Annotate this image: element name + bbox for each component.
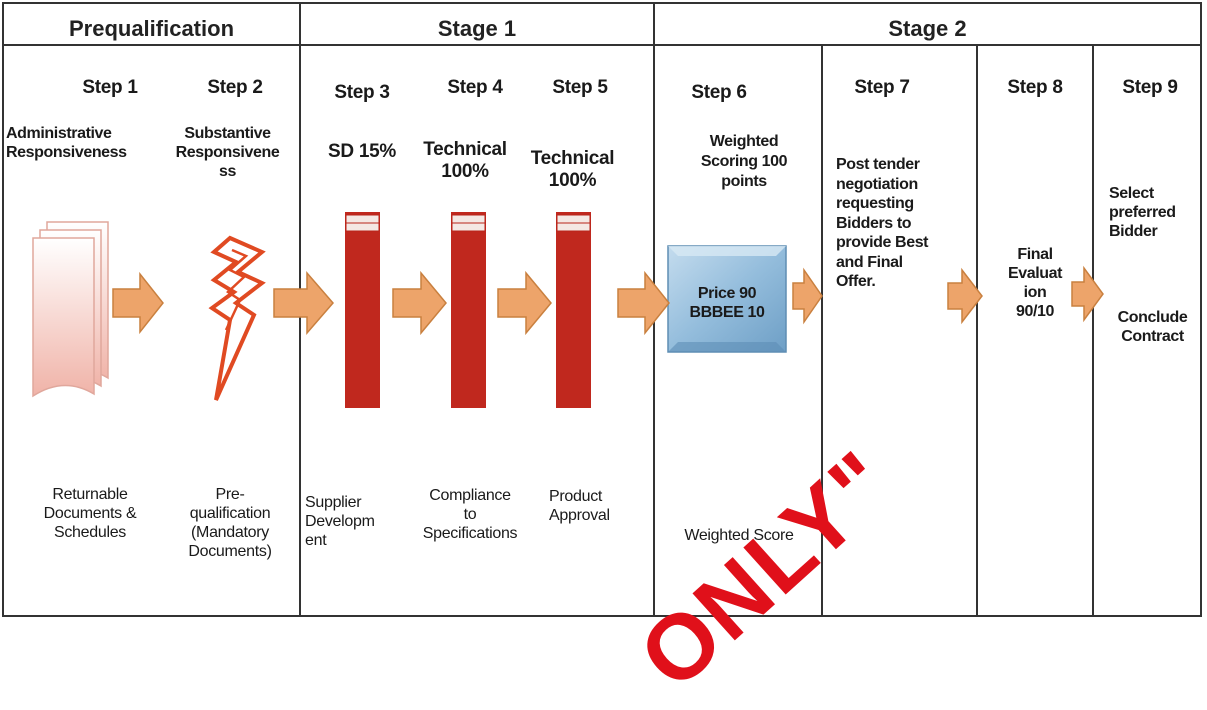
step-2-description: Substantive Responsivene ss	[175, 125, 280, 180]
diagram-border	[2, 2, 1202, 617]
arrow-icon	[1071, 265, 1104, 323]
bar-icon-step-5	[556, 212, 591, 408]
step-6-description: Weighted Scoring 100 points	[700, 133, 788, 190]
weighted-box-icon	[667, 245, 787, 353]
step-6-label: Step 6	[691, 82, 747, 103]
step-2-label: Step 2	[207, 77, 263, 98]
step-9-description: Select preferred Bidder	[1109, 185, 1176, 240]
step-1-footer: Returnable Documents & Schedules	[43, 486, 137, 541]
weighted-box-text: Price 90 BBBEE 10	[689, 285, 765, 321]
step-2-footer: Pre- qualification (Mandatory Documents)	[188, 486, 272, 560]
arrow-icon	[273, 270, 334, 336]
process-diagram	[2, 2, 1202, 617]
arrow-icons	[112, 265, 1104, 336]
bar-icon-step-3	[345, 212, 380, 408]
step-3-footer: Supplier Developm ent	[305, 494, 375, 549]
arrow-icon	[617, 270, 670, 336]
step-7-description: Post tender negotiation requesting Bidde…	[836, 156, 929, 291]
step-4-footer: Compliance to Specifications	[422, 487, 518, 542]
step-4-label: Step 4	[447, 77, 503, 98]
bar-icon-step-4	[451, 212, 486, 408]
arrow-icon	[112, 271, 164, 335]
lightning-icon	[208, 235, 266, 401]
step-3-label: Step 3	[334, 82, 390, 103]
step-8-description: Final Evaluat ion 90/10	[1007, 246, 1063, 320]
step-4-description: Technical 100%	[423, 139, 507, 183]
step-8-label: Step 8	[1007, 77, 1063, 98]
step-9-label: Step 9	[1122, 77, 1178, 98]
step-5-description: Technical 100%	[530, 148, 615, 192]
documents-icon	[32, 221, 109, 398]
step-5-label: Step 5	[552, 77, 608, 98]
stage-header-prequalification: Prequalification	[68, 16, 235, 41]
stage-header-stage-2: Stage 2	[888, 16, 967, 41]
stage-header-stage-1: Stage 1	[437, 16, 517, 41]
step-1-description: Administrative Responsiveness	[6, 125, 127, 161]
step-3-description: SD 15%	[328, 141, 396, 162]
step-5-footer: Product Approval	[549, 488, 610, 524]
step-7-label: Step 7	[854, 77, 910, 98]
arrow-icon	[792, 267, 823, 325]
arrow-icon	[497, 270, 552, 336]
arrow-icon	[947, 267, 983, 325]
step-6-footer: Weighted Score	[684, 527, 794, 544]
arrow-icon	[392, 270, 447, 336]
step-1-label: Step 1	[82, 77, 138, 98]
step-9-description-2: Conclude Contract	[1117, 309, 1188, 345]
